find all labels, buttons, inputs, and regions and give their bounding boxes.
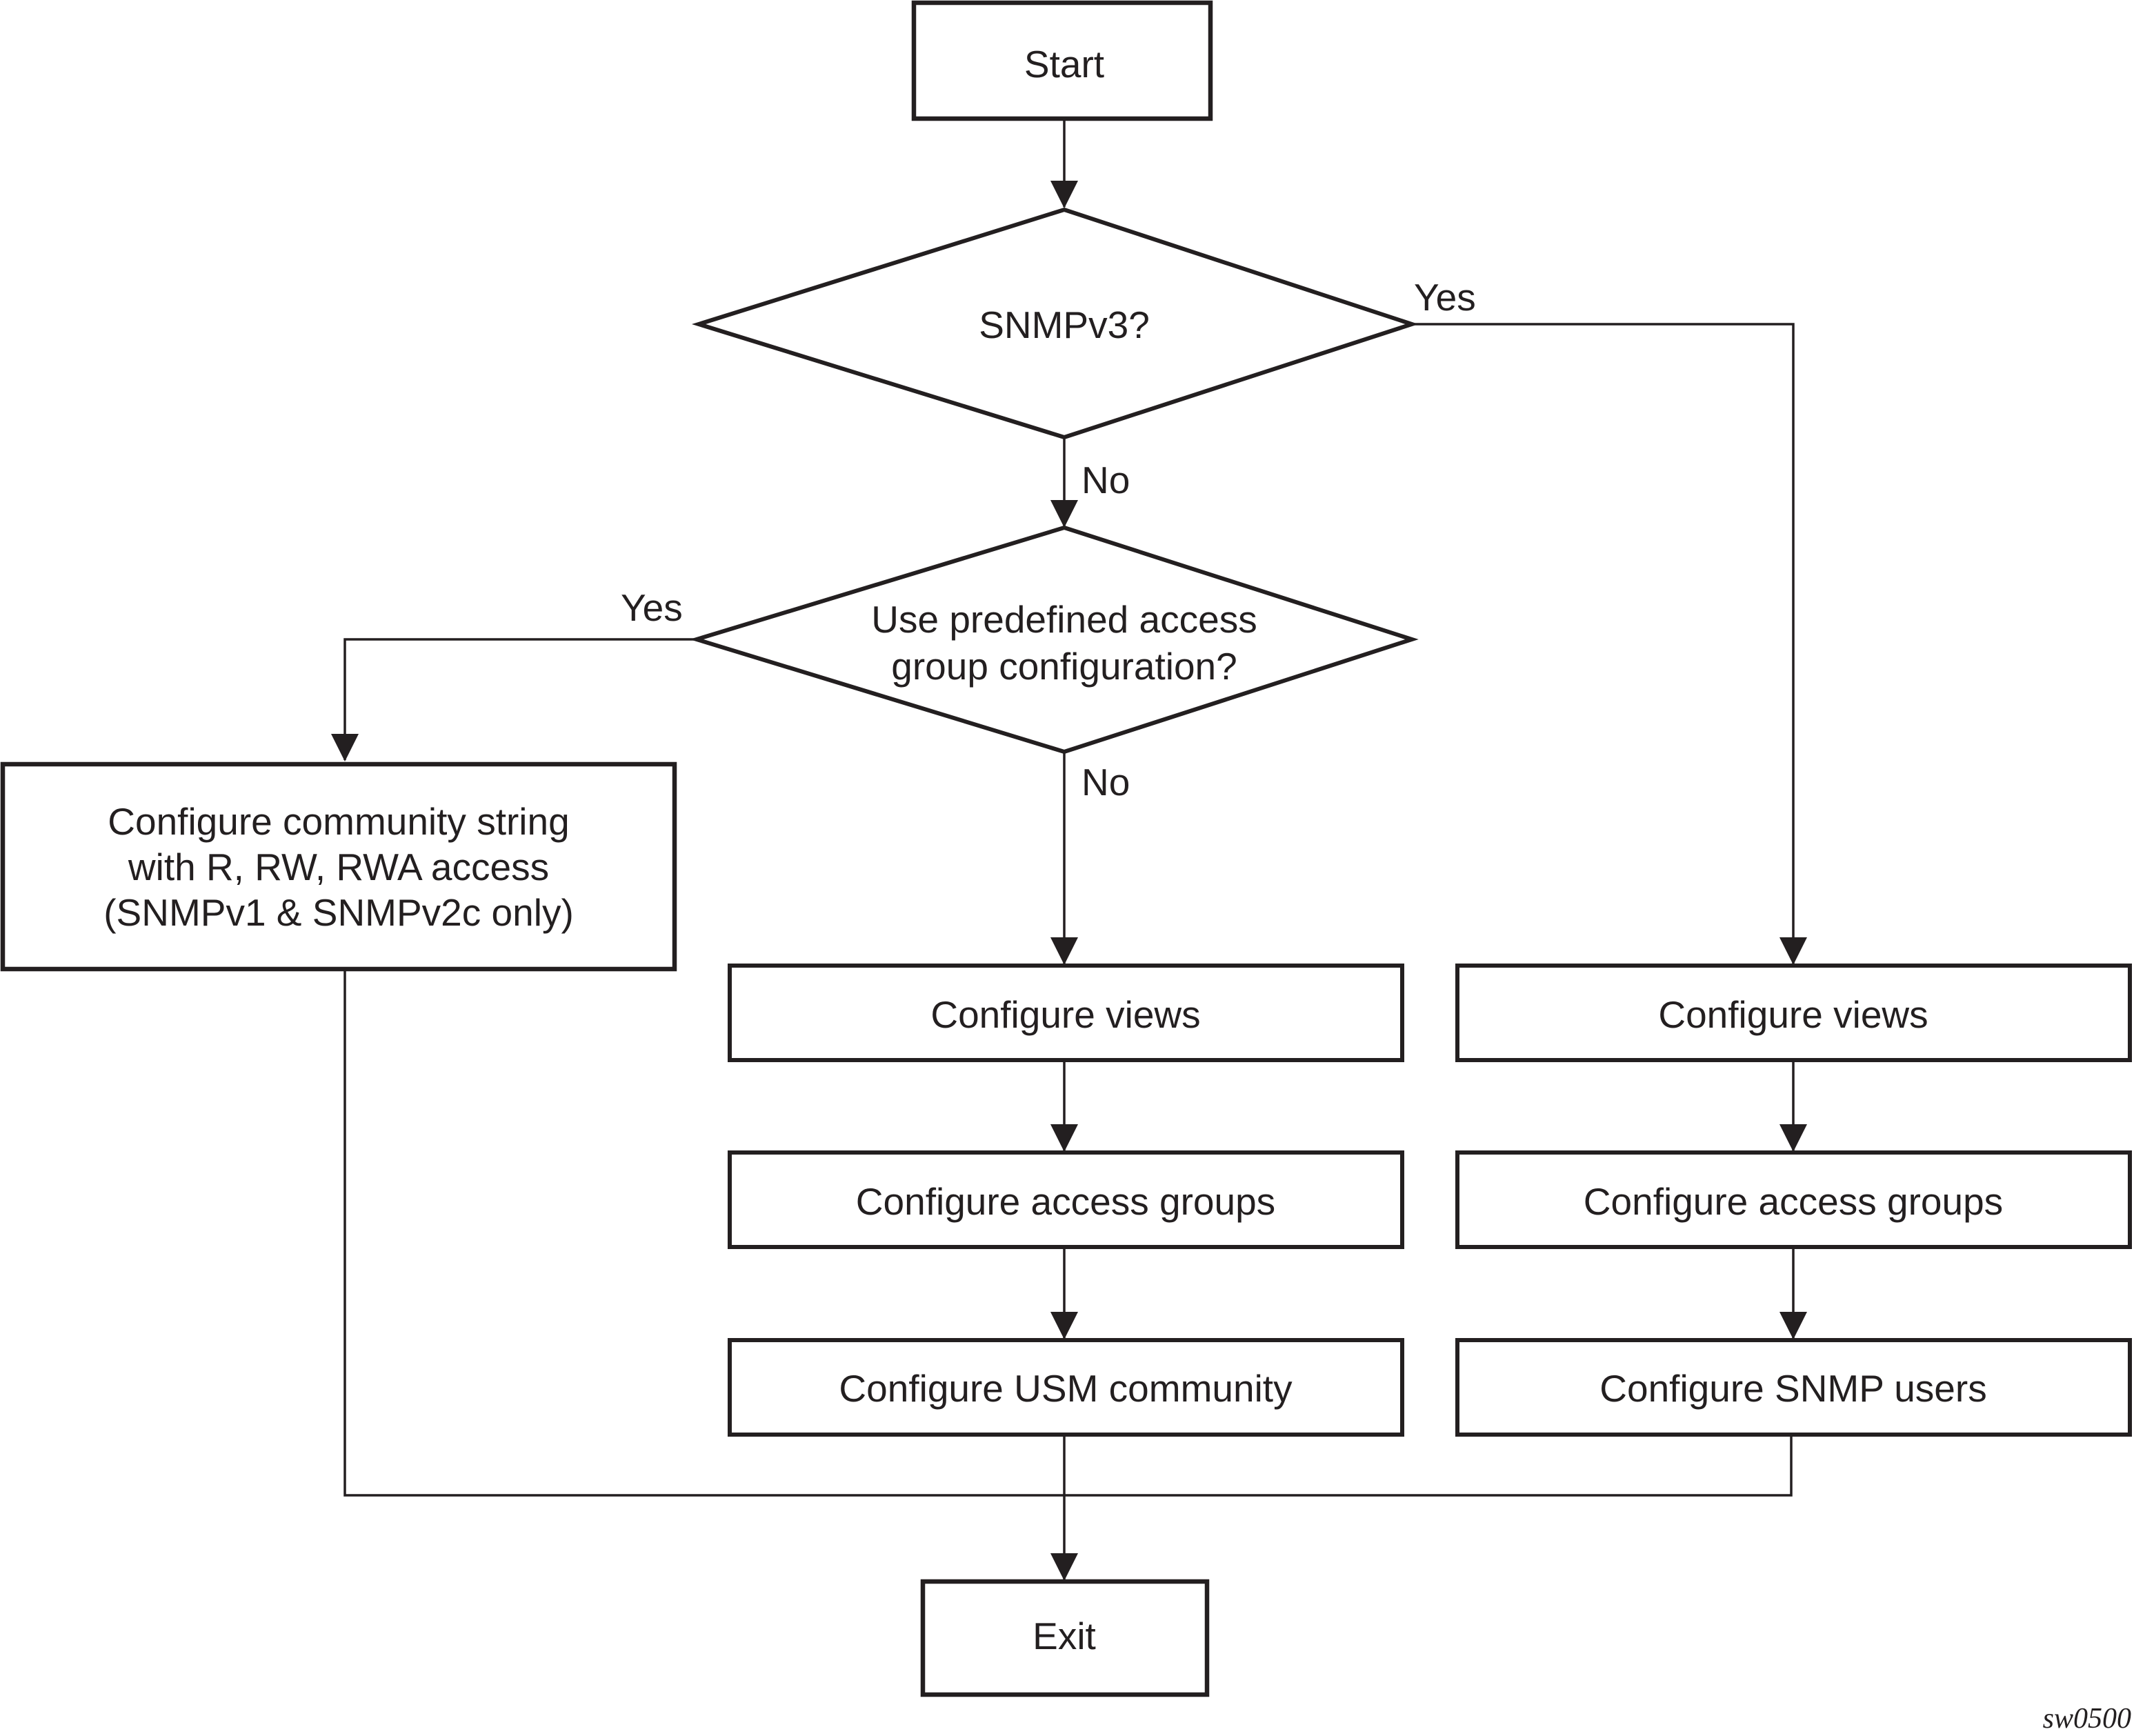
community-label-line1: Configure community string [108, 800, 569, 843]
mid-configure-usm-community-label: Configure USM community [839, 1367, 1293, 1410]
right-configure-access-groups-label: Configure access groups [1584, 1180, 2003, 1223]
mid-configure-access-groups-label: Configure access groups [856, 1180, 1275, 1223]
mid-configure-views-node: Configure views [728, 964, 1404, 1062]
predefined-access-label-line1: Use predefined access [871, 598, 1257, 641]
configure-community-string-node: Configure community string with R, RW, R… [0, 761, 677, 972]
exit-node: Exit [920, 1579, 1210, 1697]
start-label: Start [1024, 43, 1104, 86]
figure-id: sw0500 [2043, 1703, 2131, 1735]
mid-configure-views-label: Configure views [930, 993, 1200, 1036]
start-node: Start [911, 0, 1213, 121]
snmpv3-no-label: No [1081, 459, 1130, 501]
snmpv3-yes-label: Yes [1414, 276, 1476, 319]
snmpv3-decision: SNMPv3? [691, 207, 1419, 440]
right-configure-snmp-users-label: Configure SNMP users [1599, 1367, 1986, 1410]
right-configure-snmp-users-node: Configure SNMP users [1455, 1338, 2132, 1437]
exit-label: Exit [1033, 1615, 1096, 1657]
right-configure-views-node: Configure views [1455, 964, 2132, 1062]
predefined-access-label-line2: group configuration? [891, 645, 1237, 688]
right-configure-views-label: Configure views [1658, 993, 1928, 1036]
edge-predefined-yes [331, 638, 697, 761]
right-configure-access-groups-node: Configure access groups [1455, 1150, 2132, 1249]
predefined-access-decision: Use predefined access group configuratio… [689, 525, 1419, 755]
edge-merge-to-exit [343, 969, 1793, 1497]
snmpv3-decision-label: SNMPv3? [979, 303, 1150, 346]
community-label-line2: with R, RW, RWA access [128, 846, 549, 888]
predefined-yes-label: Yes [621, 586, 683, 629]
edge-snmpv3-yes [1412, 323, 1807, 965]
predefined-no-label: No [1081, 761, 1130, 804]
mid-configure-usm-community-node: Configure USM community [728, 1338, 1404, 1437]
mid-configure-access-groups-node: Configure access groups [728, 1150, 1404, 1249]
community-label-line3: (SNMPv1 & SNMPv2c only) [103, 891, 574, 934]
